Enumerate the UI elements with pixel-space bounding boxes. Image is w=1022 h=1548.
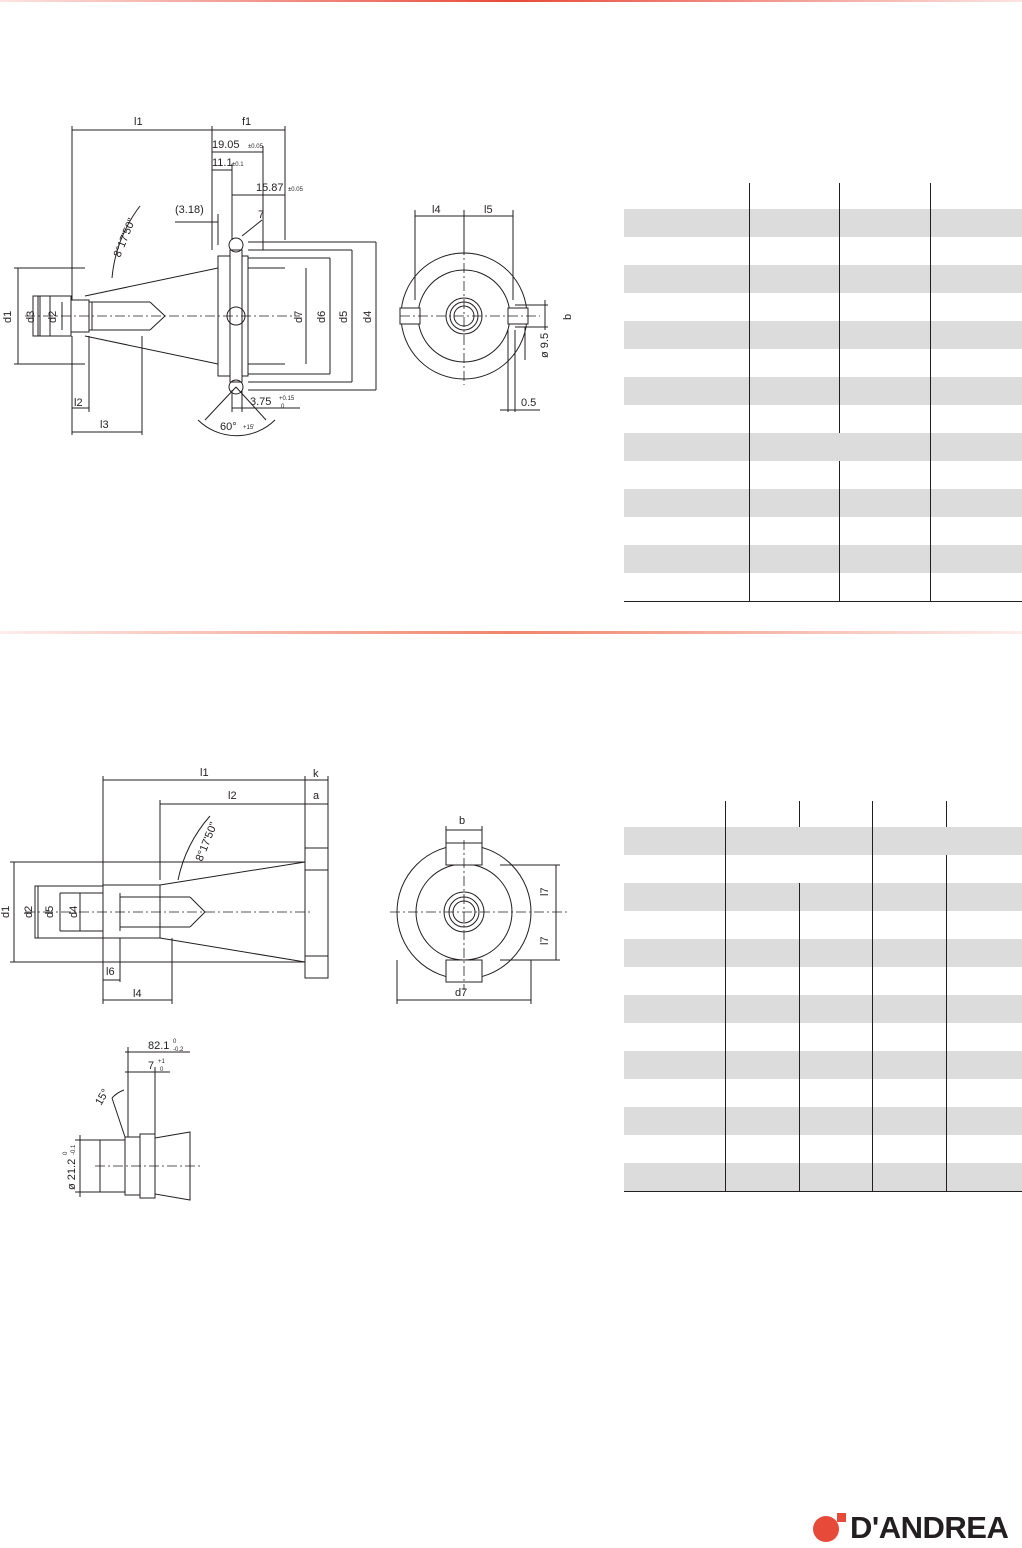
brand-logo: D'ANDREA [810,1510,1022,1545]
dim-3-18: (3.18) [175,204,204,216]
dim-3-75: 3.75 [250,396,271,408]
spec-table-top [624,183,1022,602]
dim2-a: a [313,790,320,802]
dim2-l2: l2 [228,790,237,802]
dim-d7: d7 [293,311,305,323]
dim-60-deg: 60° [220,421,237,433]
dim2-dia-21-2-tol-up: 0 [63,1151,69,1155]
dim-d3: d3 [25,311,37,323]
dim-d1: d1 [2,311,14,323]
dim-3-75-tol-up: +0.15 [279,396,295,402]
dim-l4: l4 [432,204,441,216]
technical-drawing-top: l1 f1 19.05 ±0.05 11.1 ±0.1 15.87 ±0.05 … [2,116,574,437]
dim2-d1: d1 [0,906,12,918]
dim-11-1: 11.1 [212,157,233,169]
dim2-l7-bottom: l7 [539,936,551,945]
dim2-dia-21-2: ø 21.2 [66,1159,78,1190]
brand-mark-icon [813,1513,846,1542]
dim2-82-1-tol-dn: -0.2 [173,1047,184,1053]
dim2-d2: d2 [23,906,35,918]
dim2-k: k [313,768,319,780]
technical-drawing-bottom: l1 k l2 a 8°17'50" d1 d2 d5 d4 l6 l4 b l… [0,767,570,1201]
dim2-7-tol-dn: 0 [160,1067,164,1073]
dim-60-deg-tol: +15' [243,425,254,431]
dim2-l6: l6 [106,966,115,978]
dim-f1: f1 [242,116,251,128]
dim2-l7-top: l7 [539,887,551,896]
dim-dia-9-5: ø 9.5 [539,333,551,358]
dim2-b: b [459,815,465,827]
top-accent-rule [0,0,1022,2]
dim-19-05-tol: ±0.05 [248,144,264,150]
dim-b: b [562,314,574,320]
dim-d2: d2 [47,311,59,323]
dim-11-1-tol: ±0.1 [232,162,244,168]
dim2-82-1-tol-up: 0 [173,1039,177,1045]
dim2-7: 7 [148,1060,154,1072]
dim-l2: l2 [74,397,83,409]
dim-d6: d6 [316,311,328,323]
section-divider [0,631,1022,634]
dim-taper-angle: 8°17'50" [112,217,139,260]
dim-15-87: 15.87 [256,182,284,194]
brand-name: D'ANDREA [850,1510,1009,1545]
dim-3-75-tol-dn: 0 [281,404,285,410]
dim2-l1: l1 [200,767,209,779]
dim-l3: l3 [100,419,109,431]
dim2-d7: d7 [455,987,467,999]
dim2-d4: d4 [68,906,80,918]
dim2-taper-angle: 8°17'50" [194,821,221,864]
dim-15-87-tol: ±0.05 [288,187,304,193]
dim-0-5: 0.5 [521,397,536,409]
dim2-82-1: 82.1 [148,1040,169,1052]
dim2-d5: d5 [44,906,56,918]
dim-l5: l5 [484,204,493,216]
spec-table-bottom [624,801,1022,1192]
dim2-7-tol-up: +1 [158,1059,166,1065]
dim-d4: d4 [362,311,374,323]
dim-l1: l1 [134,116,143,128]
dim2-l4: l4 [133,988,142,1000]
dim2-dia-21-2-tol-dn: -0.1 [71,1144,77,1155]
dim-d5: d5 [338,311,350,323]
dim-19-05: 19.05 [212,139,240,151]
dim-radius-7: 7 [258,209,264,221]
dim2-15-deg: 15° [93,1087,112,1107]
